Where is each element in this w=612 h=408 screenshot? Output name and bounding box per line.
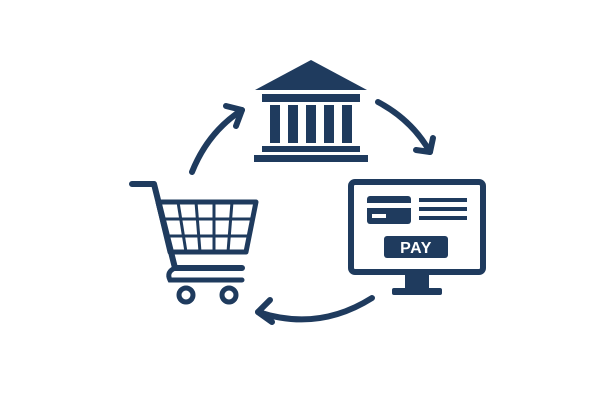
cart-grid-line — [226, 201, 234, 253]
screen-text-line — [419, 216, 467, 220]
bank-base-step — [262, 146, 360, 152]
bank-column — [306, 105, 316, 143]
cart-lower-frame — [166, 265, 245, 283]
cart-grid-line — [176, 201, 188, 253]
pay-button: PAY — [384, 236, 448, 258]
bank-column — [324, 105, 334, 143]
cart-frame — [129, 181, 245, 271]
cart-wheel — [176, 285, 196, 305]
shopping-cart-icon — [129, 181, 259, 305]
cart-wheel — [219, 285, 239, 305]
cart-basket — [155, 199, 259, 255]
screen-text-line — [419, 198, 467, 202]
cart-grid-line — [194, 201, 202, 253]
pay-button-label: PAY — [400, 240, 432, 257]
monitor-frame — [348, 179, 486, 275]
bank-entablature — [262, 94, 360, 102]
computer-monitor-icon: PAY — [348, 179, 486, 295]
cycle-arrows — [189, 99, 436, 325]
arrow-computer-to-cart — [255, 295, 375, 325]
arrow-cart-to-bank — [189, 103, 245, 175]
bank-column — [288, 105, 298, 143]
credit-card-icon — [367, 196, 411, 224]
bank-column — [342, 105, 352, 143]
screen-text-line — [419, 207, 467, 211]
bank-base-step — [254, 155, 368, 162]
arrow-bank-to-computer — [375, 99, 436, 155]
bank-icon — [254, 60, 368, 162]
monitor-neck — [405, 275, 429, 289]
monitor-base — [392, 288, 442, 295]
bank-column — [270, 105, 280, 143]
bank-roof — [255, 60, 367, 90]
